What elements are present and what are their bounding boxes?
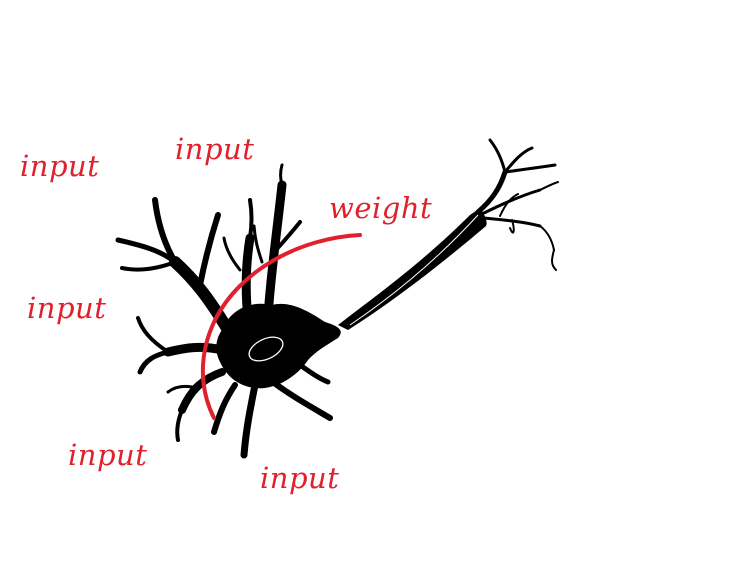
weight-label: weight [329, 191, 433, 225]
input-label-upper-left: input [20, 149, 100, 183]
weight-arc [200, 233, 362, 420]
input-label-lower-left: input [68, 438, 148, 472]
dendrites [115, 163, 333, 459]
cell-body [216, 303, 341, 389]
axon [338, 208, 487, 330]
axon-terminals [475, 138, 559, 271]
input-label-left: input [27, 291, 107, 325]
input-label-bottom: input [260, 461, 340, 495]
nucleus [248, 336, 284, 362]
input-label-top: input [175, 132, 255, 166]
